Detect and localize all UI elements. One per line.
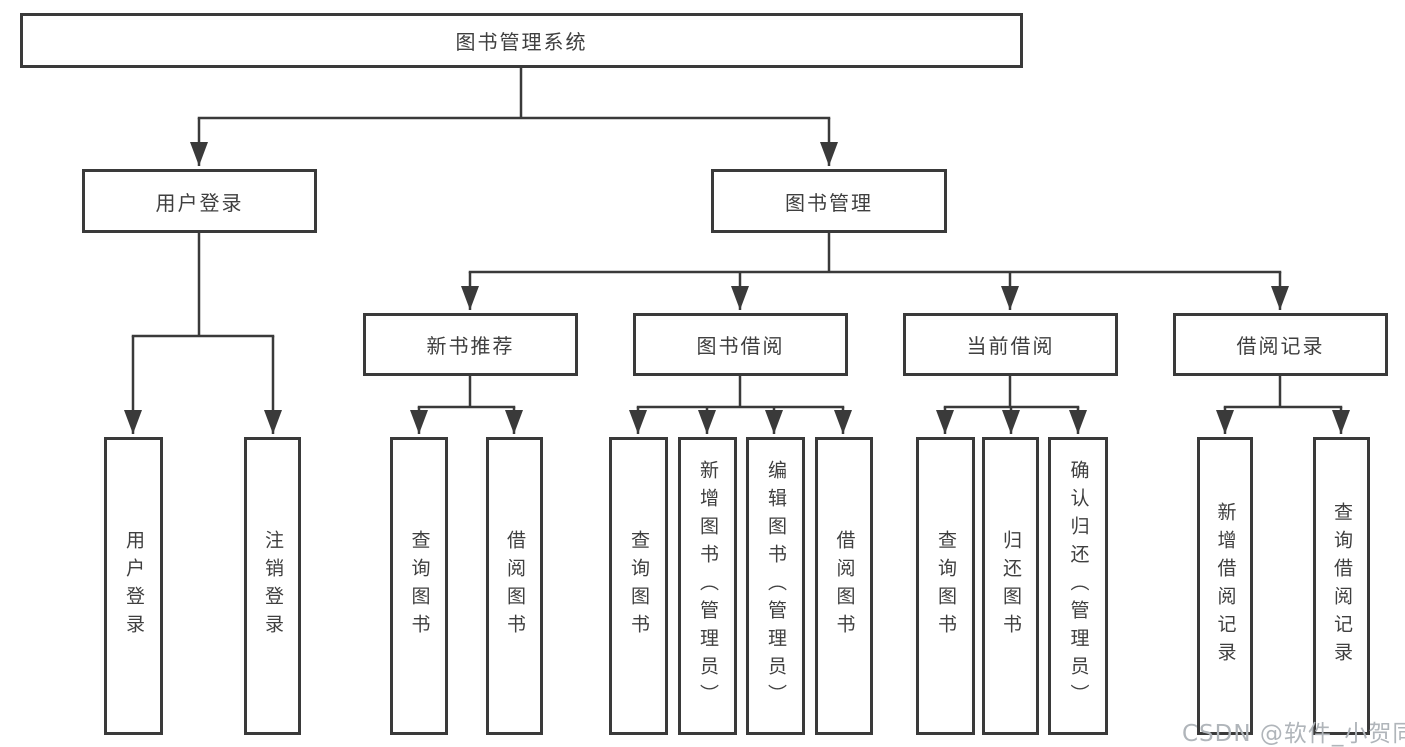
leaf-current-confirm: 确认归还（管理员）	[1048, 437, 1108, 735]
leaf-borrow-borrow-label: 借阅图书	[833, 530, 856, 642]
node-user-login-label: 用户登录	[155, 190, 244, 215]
node-book-borrow: 图书借阅	[633, 313, 848, 376]
leaf-newbook-borrow-label: 借阅图书	[504, 530, 526, 642]
leaf-newbook-borrow: 借阅图书	[486, 437, 543, 735]
leaf-current-query: 查询图书	[916, 437, 975, 735]
leaf-user-login: 用户登录	[104, 437, 163, 735]
node-book-mgmt-label: 图书管理	[785, 190, 873, 215]
node-book-borrow-label: 图书借阅	[696, 334, 785, 358]
node-current-borrow-label: 当前借阅	[966, 334, 1055, 358]
leaf-current-query-label: 查询图书	[935, 530, 957, 642]
leaf-record-add-label: 新增借阅记录	[1214, 502, 1237, 670]
leaf-current-return-label: 归还图书	[1000, 530, 1022, 642]
node-borrow-records: 借阅记录	[1173, 313, 1388, 376]
node-new-book-recommend: 新书推荐	[363, 313, 578, 376]
node-new-book-recommend-label: 新书推荐	[426, 334, 515, 358]
leaf-newbook-query-label: 查询图书	[408, 530, 431, 642]
leaf-borrow-edit: 编辑图书（管理员）	[746, 437, 805, 735]
leaf-newbook-query: 查询图书	[390, 437, 448, 735]
leaf-borrow-query-label: 查询图书	[628, 530, 650, 642]
node-root: 图书管理系统	[20, 13, 1023, 68]
leaf-record-query: 查询借阅记录	[1313, 437, 1370, 735]
leaf-logout: 注销登录	[244, 437, 301, 735]
leaf-user-login-label: 用户登录	[123, 530, 145, 642]
watermark: CSDN @软件_小贺同学	[1182, 721, 1405, 747]
leaf-borrow-add-label: 新增图书（管理员）	[697, 460, 719, 712]
leaf-logout-label: 注销登录	[262, 530, 284, 642]
leaf-current-confirm-label: 确认归还（管理员）	[1067, 460, 1090, 712]
leaf-record-add: 新增借阅记录	[1197, 437, 1253, 735]
node-current-borrow: 当前借阅	[903, 313, 1118, 376]
leaf-current-return: 归还图书	[982, 437, 1039, 735]
node-user-login: 用户登录	[82, 169, 317, 233]
leaf-borrow-add: 新增图书（管理员）	[678, 437, 737, 735]
node-book-mgmt: 图书管理	[711, 169, 947, 233]
leaf-borrow-borrow: 借阅图书	[815, 437, 873, 735]
node-borrow-records-label: 借阅记录	[1236, 334, 1325, 358]
leaf-borrow-edit-label: 编辑图书（管理员）	[765, 460, 787, 712]
leaf-borrow-query: 查询图书	[609, 437, 668, 735]
node-root-label: 图书管理系统	[455, 30, 588, 54]
leaf-record-query-label: 查询借阅记录	[1331, 502, 1353, 670]
